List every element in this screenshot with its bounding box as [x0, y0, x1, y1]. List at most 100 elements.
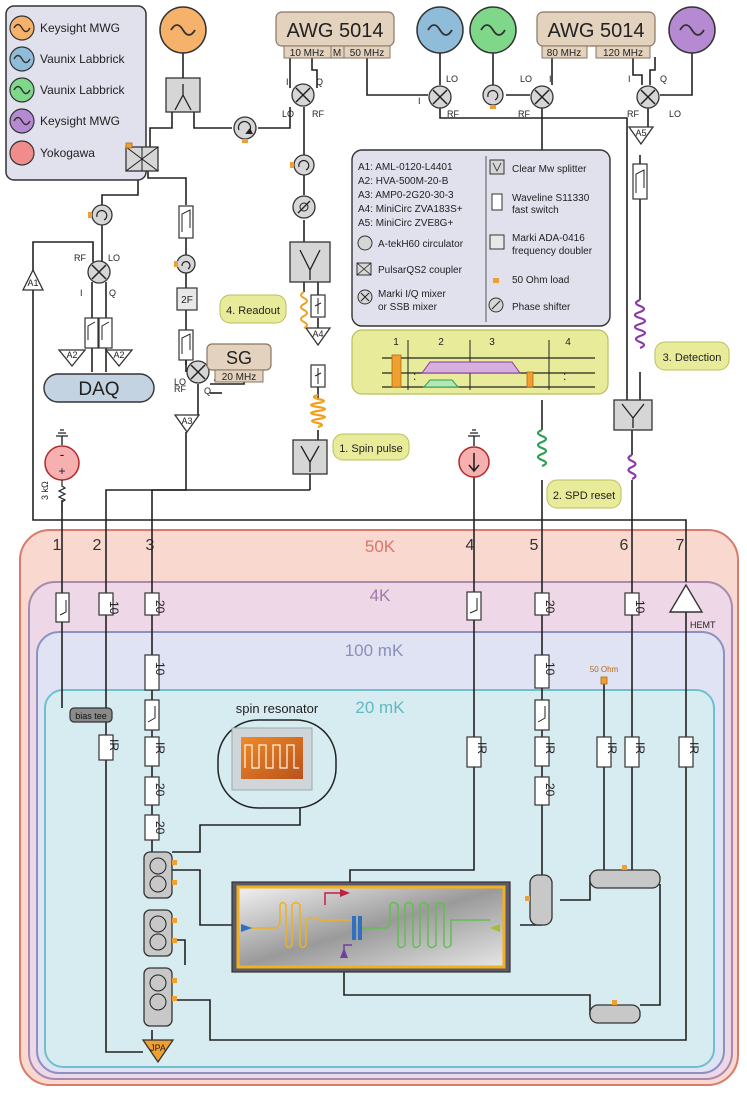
source-legend: Keysight MWG Vaunix Labbrick Vaunix Labb… — [5, 5, 147, 181]
daq: DAQ — [43, 373, 155, 403]
detection-pulse — [633, 298, 647, 350]
svg-text:IR: IR — [543, 742, 557, 754]
svg-text:A4: A4 — [312, 329, 323, 339]
svg-text:DAQ: DAQ — [78, 379, 119, 400]
filter-bandpass — [632, 163, 648, 200]
svg-text:1: 1 — [393, 337, 399, 348]
svg-text:fast switch: fast switch — [512, 205, 559, 216]
filter-lowpass — [84, 317, 99, 349]
source-keysight-purple — [668, 6, 716, 54]
sine-icon — [427, 24, 453, 36]
legend-amp-3: A3: AMP0-2G20-30-3 — [358, 190, 454, 201]
svg-text:RF: RF — [174, 384, 186, 394]
mixer — [636, 85, 660, 109]
sine-icon — [13, 85, 31, 95]
svg-text:I: I — [418, 96, 421, 106]
legend-entry: Keysight MWG — [9, 15, 120, 41]
legend-entry: Yokogawa — [9, 140, 95, 166]
svg-text:Marki I/Q mixer: Marki I/Q mixer — [378, 289, 446, 300]
svg-text:LO: LO — [174, 377, 186, 387]
svg-text:RF: RF — [447, 109, 459, 119]
mixer — [428, 85, 452, 109]
svg-text:Q: Q — [660, 74, 667, 84]
attenuator: -20 — [144, 776, 167, 806]
svg-text:Keysight MWG: Keysight MWG — [40, 114, 120, 128]
tag-spin-pulse: 1. Spin pulse — [332, 433, 410, 461]
svg-text:LO: LO — [446, 74, 458, 84]
svg-text:50 Ohm load: 50 Ohm load — [512, 275, 569, 286]
amplifier-a1: A1 — [21, 268, 45, 291]
svg-text:A2: A2 — [113, 350, 124, 360]
frequency-doubler: 2F — [176, 287, 198, 311]
coupler — [125, 142, 159, 172]
sine-icon — [679, 24, 705, 36]
svg-text::: : — [413, 369, 416, 383]
component-legend: A1: AML-0120-L4401 A2: HVA-500M-20-B A3:… — [351, 149, 611, 327]
svg-text:2. SPD reset: 2. SPD reset — [553, 490, 615, 502]
tag-spd-reset: 2. SPD reset — [546, 479, 622, 509]
svg-text:Q: Q — [204, 386, 211, 396]
line-number: 7 — [676, 537, 685, 554]
svg-text:-10: -10 — [107, 597, 121, 615]
awg-right-ch1: 80 MHz — [547, 48, 581, 59]
circulator — [174, 254, 196, 274]
svg-text:Q: Q — [316, 77, 323, 87]
sine-icon — [13, 116, 31, 126]
attenuator: -20 — [534, 776, 557, 806]
mixer — [530, 85, 554, 109]
splitter — [165, 77, 201, 113]
svg-text:IR: IR — [153, 742, 167, 754]
svg-text:-20: -20 — [543, 779, 557, 797]
svg-text:A2: A2 — [66, 350, 77, 360]
svg-text:I: I — [286, 77, 289, 87]
awg-left-ch3: 50 MHz — [350, 48, 384, 59]
tag-detection: 3. Detection — [654, 341, 730, 371]
amplifier-a2: A2 — [104, 349, 134, 368]
mixer — [186, 360, 210, 384]
sample-chip — [231, 881, 511, 973]
circulator — [290, 154, 315, 176]
amplifier-a4: A4 — [304, 327, 332, 347]
svg-text:-20: -20 — [153, 779, 167, 797]
svg-text:I: I — [80, 288, 83, 298]
svg-text:Yokogawa: Yokogawa — [40, 146, 95, 160]
circulator-stack — [143, 909, 177, 957]
source-vaunix-green — [469, 6, 517, 54]
svg-text:Phase shifter: Phase shifter — [512, 302, 571, 313]
awg-right: AWG 5014 80 MHz 120 MHz — [536, 11, 656, 59]
svg-text:3. Detection: 3. Detection — [663, 352, 722, 364]
circulator-stack — [589, 865, 661, 889]
svg-text:bias tee: bias tee — [75, 711, 107, 721]
svg-text:IR: IR — [475, 742, 489, 754]
splitter — [613, 399, 653, 431]
lowpass-filter — [534, 699, 550, 731]
amplifier-a3: A3 — [173, 414, 201, 434]
ir-filter: IR — [466, 736, 489, 768]
svg-text:A3: A3 — [181, 416, 192, 426]
spd-reset-pulse — [536, 428, 548, 468]
splitter — [292, 439, 328, 475]
svg-text:Waveline S11330: Waveline S11330 — [512, 193, 590, 204]
ir-filter: IR — [678, 736, 701, 768]
svg-text:1. Spin pulse: 1. Spin pulse — [339, 443, 403, 455]
svg-text:-20: -20 — [543, 596, 557, 614]
filter-lowpass — [98, 317, 113, 349]
fast-switch — [310, 294, 326, 318]
line-number: 3 — [146, 537, 155, 554]
svg-text:-10: -10 — [633, 596, 647, 614]
svg-text:IR: IR — [107, 739, 121, 751]
jpa-amplifier: JPA — [141, 1039, 175, 1064]
circulator-stack — [143, 967, 177, 1027]
detection-pulse — [627, 453, 637, 481]
legend-amp-5: A5: MiniCirc ZVE8G+ — [358, 218, 453, 229]
svg-text:LO: LO — [282, 109, 294, 119]
svg-text:LO: LO — [669, 109, 681, 119]
sine-icon — [13, 23, 31, 33]
stage-100mk-label: 100 mK — [345, 641, 404, 660]
svg-text:LO: LO — [108, 253, 120, 263]
svg-text:A1: A1 — [27, 278, 38, 288]
phase-shifter — [292, 195, 316, 219]
attenuator: -20 — [144, 814, 167, 841]
